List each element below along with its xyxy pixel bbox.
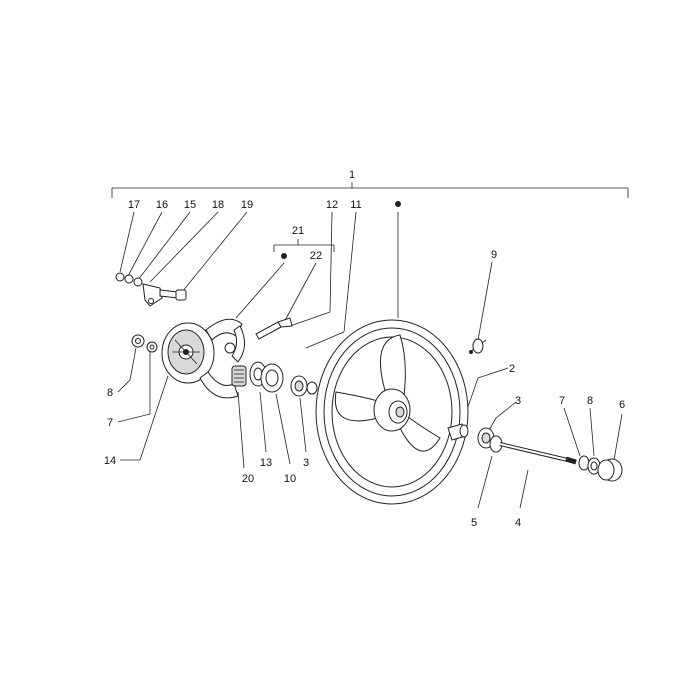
callout-labels: 1 17 16 15 18 19 12 11 21 22 9 2 3 7 8 6… xyxy=(104,169,625,529)
callout-2: 2 xyxy=(509,363,515,375)
callout-3-right: 3 xyxy=(515,395,521,407)
assembly-bracket xyxy=(111,182,629,198)
washer-15 xyxy=(133,277,143,287)
wheel-rim xyxy=(315,319,469,505)
callout-20: 20 xyxy=(242,473,254,485)
link-18 xyxy=(142,283,163,307)
callout-5: 5 xyxy=(471,517,477,529)
callout-19: 19 xyxy=(241,199,253,211)
callout-16: 16 xyxy=(156,199,168,211)
brake-plate xyxy=(161,322,215,384)
callout-12: 12 xyxy=(326,199,338,211)
callout-13: 13 xyxy=(260,457,272,469)
callout-17: 17 xyxy=(128,199,140,211)
nut-17 xyxy=(115,272,125,282)
left-fasteners xyxy=(131,334,158,353)
link-bolt-parts xyxy=(115,272,187,307)
callout-14: 14 xyxy=(104,455,116,467)
callout-21: 21 xyxy=(292,225,304,237)
callout-18: 18 xyxy=(212,199,224,211)
callout-6: 6 xyxy=(619,399,625,411)
callout-22: 22 xyxy=(310,250,322,262)
drive-gear xyxy=(231,365,247,387)
pins xyxy=(255,317,293,340)
callout-7-left: 7 xyxy=(107,417,113,429)
dot-marker-1 xyxy=(395,201,401,207)
callout-11: 11 xyxy=(350,199,361,211)
right-fasteners xyxy=(578,455,601,475)
callout-15: 15 xyxy=(184,199,196,211)
spacer-2 xyxy=(447,423,469,441)
callout-3-left: 3 xyxy=(303,457,309,469)
washer-16 xyxy=(124,274,134,284)
callout-4: 4 xyxy=(515,517,521,529)
bolt-19 xyxy=(159,289,179,299)
callout-8-right: 8 xyxy=(587,395,593,407)
axle-4 xyxy=(499,442,577,465)
callout-1: 1 xyxy=(349,169,355,181)
valve xyxy=(469,338,487,354)
group-21-bracket xyxy=(273,239,335,252)
brake-shoes xyxy=(199,318,245,399)
bearings-left xyxy=(249,361,318,397)
callout-8-left: 8 xyxy=(107,387,113,399)
callout-10: 10 xyxy=(284,473,296,485)
callout-9: 9 xyxy=(491,249,497,261)
dot-marker-21 xyxy=(281,253,287,259)
cap-6 xyxy=(597,458,623,482)
callout-7-right: 7 xyxy=(559,395,565,407)
